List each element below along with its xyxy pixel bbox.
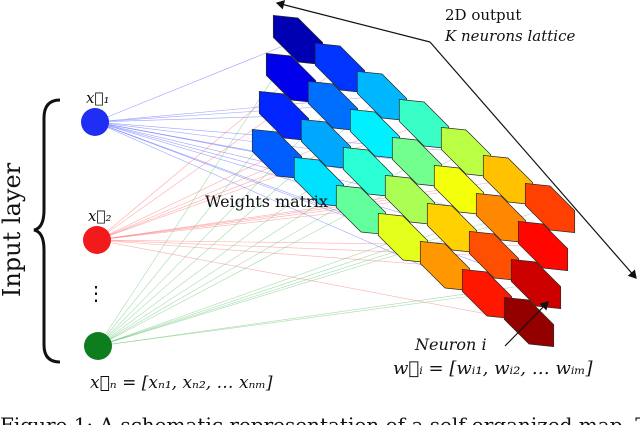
weight-line xyxy=(96,77,292,241)
weight-line xyxy=(94,115,285,123)
neuron-label: Neuron i xyxy=(414,335,487,354)
weight-line xyxy=(94,121,453,229)
lattice-neuron xyxy=(461,269,513,319)
lattice-neuron xyxy=(265,53,317,103)
weight-line xyxy=(94,39,299,123)
lattice-neuron xyxy=(510,259,562,309)
lattice-neuron xyxy=(391,137,443,187)
lattice-neuron xyxy=(349,109,401,159)
input-node-1 xyxy=(81,108,109,136)
input-node-n xyxy=(84,332,112,360)
weight-line xyxy=(97,105,334,347)
lattice-neuron xyxy=(335,185,387,235)
lattice-neuron xyxy=(251,129,303,179)
lattice-neuron xyxy=(293,157,345,207)
lattice-neuron xyxy=(314,43,366,93)
weight-line xyxy=(96,209,362,241)
lattice-top-arrow xyxy=(275,0,431,43)
lattice-neuron xyxy=(377,213,429,263)
figure-caption: Figure 1: A schematic representation of … xyxy=(0,413,640,425)
lattice-neuron xyxy=(258,91,310,141)
lattice-neuron xyxy=(482,155,534,205)
lattice-neuron xyxy=(384,175,436,225)
lattice-side-arrow xyxy=(429,41,637,279)
input-node-1-label: x⃗₁ xyxy=(86,89,109,107)
neuron-pointer-arrow xyxy=(504,301,549,347)
lattice-neuron xyxy=(419,241,471,291)
lattice-neuron xyxy=(426,203,478,253)
neuron-weight-formula: w⃗ᵢ = [wᵢ₁, wᵢ₂, … wᵢₘ] xyxy=(393,358,594,379)
weight-line xyxy=(94,121,537,285)
input-node-2-label: x⃗₂ xyxy=(88,207,111,225)
lattice-neuron xyxy=(433,165,485,215)
weight-line xyxy=(97,283,537,347)
lattice-neuron xyxy=(272,15,324,65)
weight-line xyxy=(97,39,299,347)
weight-line xyxy=(96,153,278,241)
weight-line xyxy=(96,239,530,323)
input-vector-formula: x⃗ₙ = [xₙ₁, xₙ₂, … xₙₘ] xyxy=(90,373,273,393)
lattice-neuron xyxy=(356,71,408,121)
lattice-neuron xyxy=(475,193,527,243)
input-layer-brace xyxy=(33,98,61,364)
weight-line xyxy=(97,217,502,347)
weight-line xyxy=(94,121,488,295)
output-label-line1: 2D output xyxy=(445,6,521,24)
lattice-neuron xyxy=(440,127,492,177)
weight-line xyxy=(96,239,446,267)
lattice-neuron xyxy=(398,99,450,149)
weight-line xyxy=(97,181,320,347)
lattice-neuron xyxy=(468,231,520,281)
input-node-2 xyxy=(83,226,111,254)
output-label-line2: K neurons lattice xyxy=(444,27,575,45)
lattice-neuron xyxy=(524,183,576,233)
input-layer-label: Input layer xyxy=(0,162,26,297)
lattice-neuron xyxy=(517,221,569,271)
weight-line xyxy=(97,115,285,347)
weight-line xyxy=(97,237,404,347)
output-lattice xyxy=(251,15,576,347)
lattice-neuron xyxy=(300,119,352,169)
lattice-neuron xyxy=(342,147,394,197)
weight-line xyxy=(97,293,488,347)
weights-matrix-label: Weights matrix xyxy=(205,192,328,211)
lattice-neuron xyxy=(307,81,359,131)
input-ellipsis: ⋮ xyxy=(86,281,106,305)
